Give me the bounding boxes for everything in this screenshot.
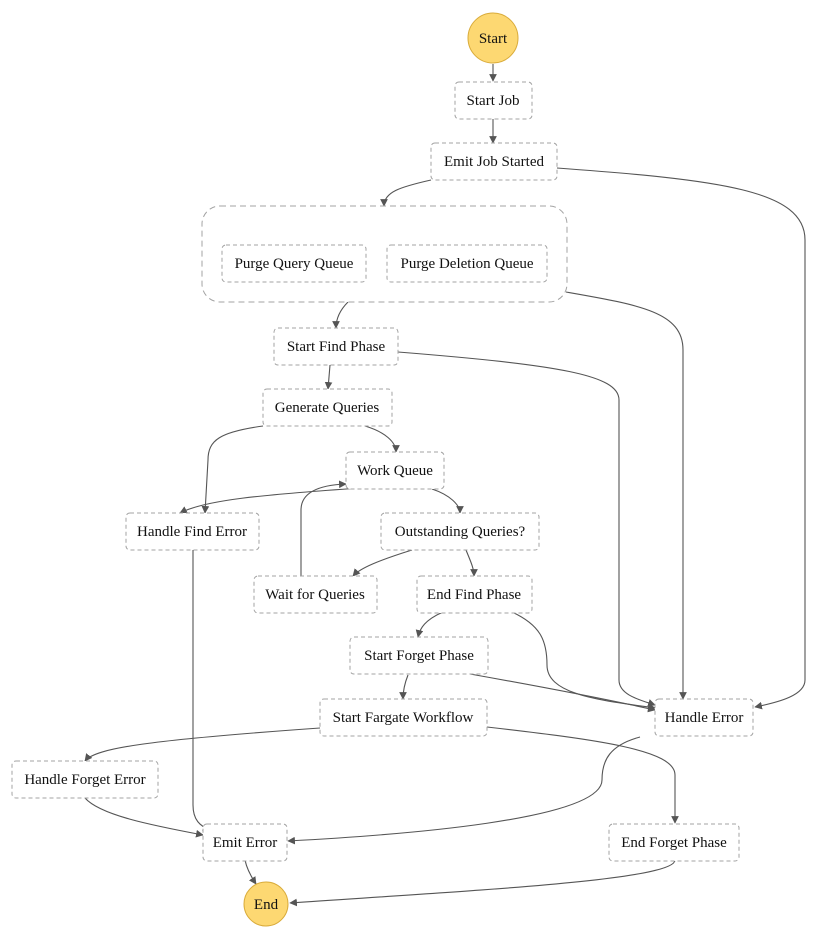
start-label: Start xyxy=(479,31,508,47)
edge-generate-queries-to-handle-find-error xyxy=(201,425,264,514)
state-end-find-phase[interactable]: End Find Phase xyxy=(416,575,533,614)
state-label: Purge Deletion Queue xyxy=(400,256,533,272)
state-end-forget-phase[interactable]: End Forget Phase xyxy=(608,823,740,862)
state-label: Start Fargate Workflow xyxy=(333,710,474,726)
edge-outstanding-queries-to-wait-for-queries xyxy=(352,549,413,577)
state-work-queue[interactable]: Work Queue xyxy=(345,451,445,490)
state-label: Handle Error xyxy=(665,710,744,726)
edge-start-fargate-workflow-to-end-forget-phase xyxy=(486,726,679,824)
start-node[interactable]: Start xyxy=(467,12,519,64)
state-wait-for-queries[interactable]: Wait for Queries xyxy=(253,575,378,614)
state-handle-find-error[interactable]: Handle Find Error xyxy=(125,512,260,551)
edge-start-find-phase-to-generate-queries xyxy=(324,364,333,390)
end-node[interactable]: End xyxy=(243,881,289,927)
edge-emit-error-to-end xyxy=(244,859,257,885)
state-handle-forget-error[interactable]: Handle Forget Error xyxy=(11,760,159,799)
edge-outstanding-queries-to-end-find-phase xyxy=(465,549,478,577)
state-label: Handle Forget Error xyxy=(24,772,145,788)
edge-work-queue-to-outstanding-queries xyxy=(431,488,464,514)
state-label: End Forget Phase xyxy=(621,835,727,851)
state-label: Emit Error xyxy=(213,835,278,851)
edge-parallel-to-handle-error xyxy=(565,291,687,700)
state-generate-queries[interactable]: Generate Queries xyxy=(262,388,393,427)
edges xyxy=(84,64,806,907)
end-label: End xyxy=(254,897,279,913)
state-label: Start Forget Phase xyxy=(364,648,474,664)
edge-handle-error-to-emit-error xyxy=(287,736,641,845)
edge-end-forget-phase-to-end xyxy=(289,859,676,907)
state-label: Emit Job Started xyxy=(444,154,544,170)
state-label: Work Queue xyxy=(357,463,433,479)
state-purge-deletion-queue[interactable]: Purge Deletion Queue xyxy=(386,244,548,283)
state-start-forget-phase[interactable]: Start Forget Phase xyxy=(349,636,489,675)
state-label: Start Job xyxy=(467,93,520,109)
state-start-find-phase[interactable]: Start Find Phase xyxy=(273,327,399,366)
state-label: Generate Queries xyxy=(275,400,380,416)
edge-handle-forget-error-to-emit-error xyxy=(84,797,204,838)
edge-emit-job-started-to-parallel xyxy=(380,179,432,207)
state-start-fargate-workflow[interactable]: Start Fargate Workflow xyxy=(319,698,488,737)
state-label: Outstanding Queries? xyxy=(395,524,526,540)
edge-end-find-phase-to-handle-error xyxy=(511,611,656,711)
edge-parallel-to-start-find-phase xyxy=(332,301,349,329)
edge-emit-job-started-to-handle-error xyxy=(556,167,806,710)
state-label: Handle Find Error xyxy=(137,524,247,540)
edge-start-forget-phase-to-handle-error xyxy=(469,673,656,713)
state-label: Start Find Phase xyxy=(287,339,386,355)
state-start-job[interactable]: Start Job xyxy=(454,81,533,120)
edge-start-forget-phase-to-start-fargate-workflow xyxy=(399,674,409,700)
state-label: Purge Query Queue xyxy=(235,256,354,272)
state-label: End Find Phase xyxy=(427,587,522,603)
edge-end-find-phase-to-start-forget-phase xyxy=(415,611,444,638)
state-emit-error[interactable]: Emit Error xyxy=(202,823,288,862)
state-emit-job-started[interactable]: Emit Job Started xyxy=(430,142,558,181)
state-purge-query-queue[interactable]: Purge Query Queue xyxy=(221,244,367,283)
state-handle-error[interactable]: Handle Error xyxy=(654,698,754,737)
edge-start-fargate-workflow-to-handle-forget-error xyxy=(84,727,321,762)
edge-handle-find-error-to-emit-error xyxy=(192,550,211,831)
edge-generate-queries-to-work-queue xyxy=(364,425,400,453)
edge-start-find-phase-to-handle-error xyxy=(397,351,656,707)
edge-work-queue-to-handle-find-error xyxy=(179,487,361,514)
edge-wait-for-queries-to-work-queue xyxy=(300,480,347,576)
state-label: Wait for Queries xyxy=(265,587,365,603)
state-outstanding-queries[interactable]: Outstanding Queries? xyxy=(380,512,540,551)
